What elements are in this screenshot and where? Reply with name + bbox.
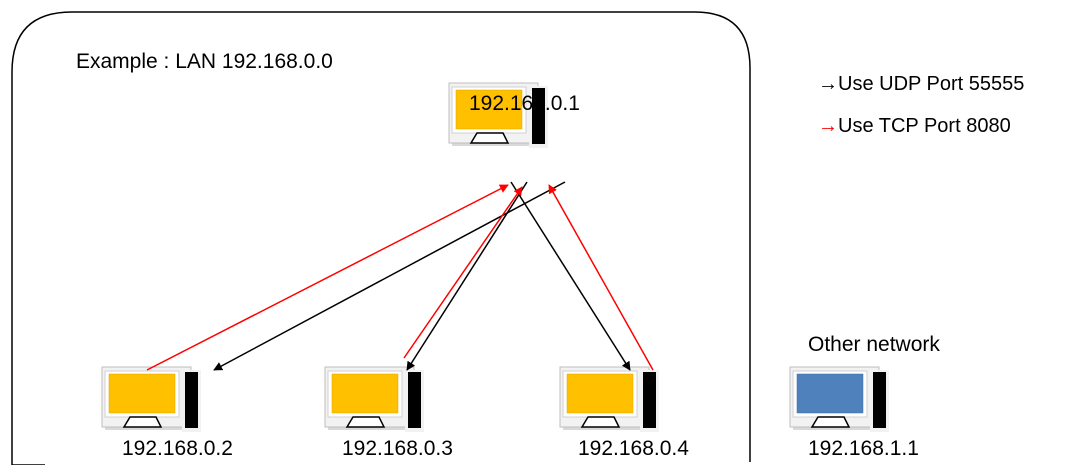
client-computer-2-icon — [101, 366, 202, 433]
tcp-arrow-from-client-4 — [548, 184, 654, 371]
client-2-ip-label: 192.168.0.2 — [122, 437, 233, 460]
udp-arrow-icon: → — [818, 73, 838, 95]
diagram-title: Example : LAN 192.168.0.0 — [76, 50, 333, 73]
server-ip-label: 192.168.0.1 — [469, 92, 580, 115]
legend-udp-text: Use UDP Port 55555 — [838, 73, 1025, 95]
lan-boundary — [11, 11, 751, 465]
udp-arrow-to-client-3 — [406, 181, 528, 371]
tcp-arrow-icon: → — [818, 115, 838, 137]
other-network-label: Other network — [808, 333, 940, 356]
legend-udp: →Use UDP Port 55555 — [818, 73, 1024, 96]
external-ip-label: 192.168.1.1 — [808, 437, 919, 460]
legend-tcp: →Use TCP Port 8080 — [818, 115, 1011, 138]
udp-arrow-to-client-2 — [213, 181, 566, 371]
udp-arrow-to-client-4 — [510, 181, 631, 371]
client-computer-3-icon — [324, 366, 425, 433]
external-computer-icon — [789, 366, 889, 432]
client-4-ip-label: 192.168.0.4 — [578, 437, 689, 460]
tcp-arrow-from-client-3 — [403, 186, 523, 359]
client-3-ip-label: 192.168.0.3 — [342, 437, 453, 460]
legend-tcp-text: Use TCP Port 8080 — [838, 115, 1011, 137]
tcp-arrow-from-client-2 — [146, 184, 509, 371]
client-computer-4-icon — [559, 366, 660, 433]
